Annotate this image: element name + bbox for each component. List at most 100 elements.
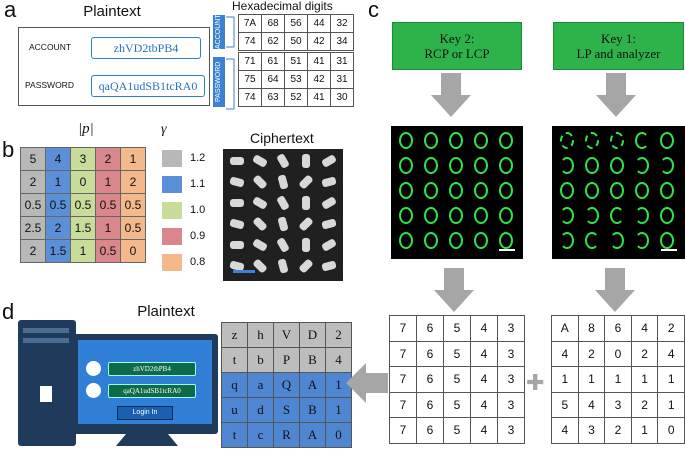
nanopillar	[302, 196, 310, 210]
hex-cell: 31	[330, 51, 354, 71]
p-value-cell: 1	[70, 239, 96, 263]
account-label: ACCOUNT	[29, 42, 72, 52]
key1-line2: LP and analyzer	[576, 46, 661, 61]
p-value-cell: 2	[120, 170, 146, 194]
legend-swatch	[162, 150, 182, 167]
char-cell: t	[221, 347, 248, 373]
password-field[interactable]: qaQA1udSB1tcRA0	[91, 75, 205, 97]
hex-cell: 75	[238, 70, 262, 89]
left-decoded-cell: 4	[470, 391, 498, 418]
ring-marker	[560, 157, 574, 174]
ring-marker	[560, 182, 574, 199]
p-header: |p|	[78, 121, 94, 137]
nanopillar	[321, 260, 337, 272]
login-form-box: ACCOUNT zhVD2tbPB4 PASSWORD qaQA1udSB1tc…	[18, 27, 210, 106]
p-value-cell: 1	[95, 216, 121, 240]
down-arrow-key1	[596, 73, 636, 117]
gamma-header: γ	[161, 122, 167, 137]
nanopillar	[229, 218, 245, 230]
screen-account-field[interactable]: zhVD2tbPB4	[108, 362, 196, 376]
hex-cell: 41	[307, 51, 331, 71]
legend-swatch	[162, 254, 182, 271]
left-decoded-cell: 5	[443, 391, 471, 418]
hex-cell: 56	[284, 14, 308, 33]
hex-cell: 31	[330, 70, 354, 89]
ring-marker	[610, 182, 624, 199]
sem-micrograph	[223, 149, 343, 281]
hex-cell: 74	[238, 32, 262, 53]
hex-cell: 42	[307, 32, 331, 53]
left-decoded-cell: 6	[416, 391, 444, 418]
hex-cell: 68	[261, 14, 285, 33]
ring-marker	[560, 207, 574, 224]
account-field[interactable]: zhVD2tbPB4	[91, 37, 201, 59]
char-cell: B	[299, 397, 326, 423]
left-decoded-cell: 7	[389, 391, 417, 418]
right-decoded-cell: 4	[551, 417, 579, 444]
hex-cell: 63	[261, 88, 285, 107]
nanopillar	[277, 238, 289, 252]
right-decoded-cell: 1	[577, 366, 606, 393]
left-decoded-cell: 6	[416, 340, 444, 367]
hex-cell: 30	[330, 88, 354, 107]
right-decoded-cell: 2	[657, 315, 685, 342]
ring-marker	[449, 207, 463, 224]
right-decoded-cell: 4	[551, 340, 579, 367]
ring-marker	[660, 182, 674, 199]
p-value-cell: 0.5	[45, 193, 71, 217]
left-decoded-cell: 4	[470, 340, 498, 367]
char-cell: t	[221, 422, 248, 448]
key2-box: Key 2:RCP or LCP	[392, 22, 522, 70]
ring-marker	[585, 182, 599, 199]
char-cell: a	[247, 372, 274, 398]
panel-label-b: b	[2, 137, 15, 162]
nanopillar	[277, 258, 289, 274]
left-decoded-cell: 3	[497, 315, 525, 342]
right-decoded-cell: 1	[551, 366, 579, 393]
ring-marker	[660, 207, 674, 224]
login-button[interactable]: Login In	[117, 406, 173, 420]
ring-marker	[585, 157, 599, 174]
left-decoded-cell: 5	[443, 417, 471, 444]
p-value-cell: 0.5	[120, 216, 146, 240]
ring-marker	[424, 207, 438, 224]
ring-marker	[560, 232, 574, 249]
char-cell: u	[221, 397, 248, 423]
hex-title: Hexadecimal digits	[232, 0, 333, 13]
nanopillar	[253, 239, 267, 251]
key1-line1: Key 1:	[600, 31, 636, 46]
legend-value: 1.1	[190, 178, 206, 190]
hex-cell: 53	[284, 70, 308, 89]
right-decoded-cell: 5	[551, 391, 579, 418]
right-decoded-cell: 8	[577, 315, 606, 342]
left-decoded-cell: 7	[389, 340, 417, 367]
nanopillar	[253, 175, 267, 189]
screen-password-field[interactable]: qaQA1udSB1tcRA0	[108, 384, 196, 398]
p-value-cell: 2	[20, 170, 46, 194]
scale-bar	[233, 270, 255, 273]
hex-cell: 74	[238, 88, 262, 107]
ciphertext-title: Ciphertext	[250, 130, 314, 146]
password-label: PASSWORD	[25, 80, 74, 90]
right-decoded-cell: 4	[577, 391, 606, 418]
right-decoded-cell: 6	[604, 315, 632, 342]
plaintext-title-a: Plaintext	[83, 3, 141, 20]
hex-cell: 41	[307, 88, 331, 107]
p-value-cell: 0.5	[95, 193, 121, 217]
ring-marker	[660, 132, 674, 149]
ring-marker	[560, 132, 574, 149]
left-decoded-cell: 4	[470, 366, 498, 393]
